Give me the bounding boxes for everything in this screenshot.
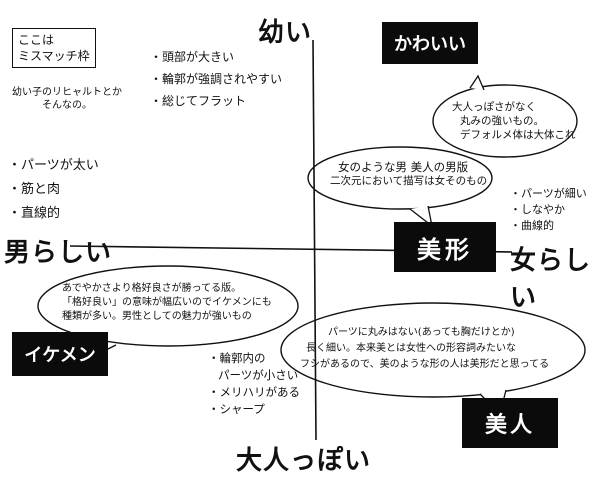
list-item: ・筋と肉 <box>8 182 61 197</box>
list-bottom-center: ・輪郭内の パーツが小さい ・メリハリがある ・シャープ <box>208 350 300 418</box>
bubble-kawaii-shape <box>432 84 578 158</box>
bubble-ikemen: あでやかさより格好良さが勝ってる版。 「格好良い」の意味が幅広いのでイケメンにも… <box>62 282 272 324</box>
mismatch-note-body-line: そんなの。 <box>42 100 92 111</box>
axis-label-left: 男らしい <box>4 238 113 268</box>
list-item: ・パーツが細い <box>510 187 587 200</box>
bubble-bikei-shape <box>307 146 493 210</box>
mismatch-note-line: ここは <box>18 33 55 47</box>
bubble-line: あでやかさより格好良さが勝ってる版。 <box>62 283 242 294</box>
axis-label-top: 幼い <box>258 18 313 48</box>
vertical-axis <box>312 39 317 441</box>
bubble-line: 大人っぽさがなく <box>452 101 536 113</box>
list-item: ・シャープ <box>208 402 265 416</box>
bubble-line: パーツに丸みはない(あっても胸だけとか) <box>328 327 515 338</box>
bubble-line: 丸みの強いもの。 <box>460 115 544 127</box>
list-item: ・総じてフラット <box>150 94 247 108</box>
bubble-line: 「格好良い」の意味が幅広いのでイケメンにも <box>62 297 272 308</box>
bubble-bijin: パーツに丸みはない(あっても胸だけとか) 長く細い。本来美とは女性への形容詞みた… <box>300 325 549 373</box>
bubble-bikei: 女のような男 美人の男版 二次元において描写は女そのもの <box>330 160 487 188</box>
bubble-line: デフォルメ体は大体これ <box>460 129 576 141</box>
list-item: ・パーツが太い <box>8 158 99 173</box>
list-item: ・しなやか <box>510 203 565 216</box>
list-right: ・パーツが細い ・しなやか ・曲線的 <box>510 186 587 234</box>
bubble-line: フシがあるので、美のような形の人は美形だと思ってる <box>300 359 550 370</box>
axis-label-bottom: 大人っぽい <box>236 446 372 476</box>
category-kawaii: かわいい <box>382 22 478 64</box>
mismatch-note-line: ミスマッチ枠 <box>18 49 90 63</box>
list-item: ・頭部が大きい <box>150 50 235 64</box>
list-top-center: ・頭部が大きい ・輪郭が強調されやすい ・総じてフラット <box>150 46 282 112</box>
list-item: パーツが小さい <box>218 368 299 382</box>
mismatch-note-box: ここは ミスマッチ枠 <box>12 28 96 68</box>
list-item: ・輪郭内の <box>208 351 266 365</box>
bubble-line: 長く細い。本来美とは女性への形容詞みたいな <box>306 343 516 354</box>
category-ikemen: イケメン <box>12 332 108 376</box>
bubble-line: 種類が多い。男性としての魅力が強いもの <box>62 311 252 322</box>
category-bikei: 美形 <box>394 222 496 272</box>
bubble-kawaii: 大人っぽさがなく 丸みの強いもの。 デフォルメ体は大体これ <box>452 100 576 142</box>
list-left: ・パーツが太い ・筋と肉 ・直線的 <box>8 154 99 226</box>
list-item: ・メリハリがある <box>208 385 300 399</box>
bubble-line: 二次元において描写は女そのもの <box>330 175 488 187</box>
list-item: ・輪郭が強調されやすい <box>150 72 283 86</box>
mismatch-note-body: 幼い子のリヒャルトとか そんなの。 <box>12 86 122 112</box>
bubble-line: 女のような男 美人の男版 <box>338 160 469 174</box>
bubble-bijin-shape <box>280 302 586 398</box>
list-item: ・曲線的 <box>510 219 554 232</box>
category-bijin: 美人 <box>462 398 558 448</box>
bubble-ikemen-shape <box>37 265 299 347</box>
list-item: ・直線的 <box>8 206 61 221</box>
axis-label-right: 女らしい <box>510 246 592 313</box>
mismatch-note-body-line: 幼い子のリヒャルトとか <box>12 87 122 98</box>
bubble-kawaii-tail <box>469 74 485 91</box>
